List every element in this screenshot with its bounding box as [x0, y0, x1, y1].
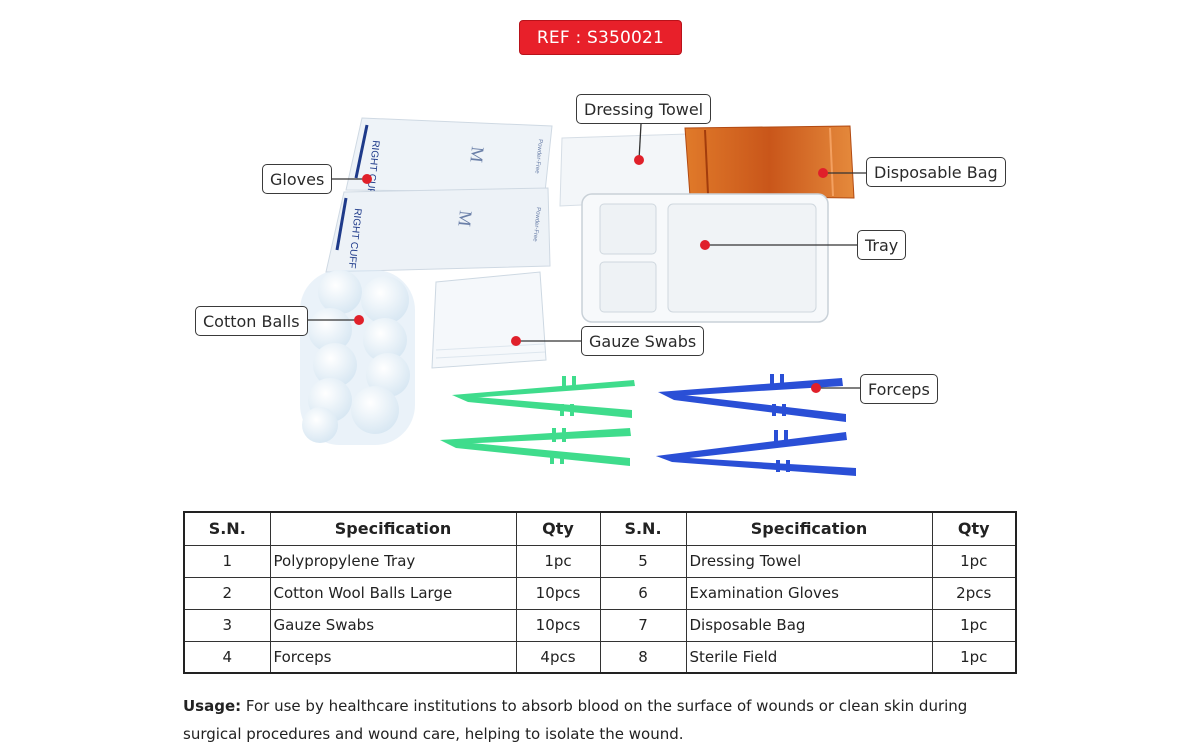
callout-disposable-bag: Disposable Bag — [866, 157, 1006, 187]
cell-qty: 1pc — [931, 640, 1017, 674]
usage-paragraph: Usage: For use by healthcare institution… — [183, 692, 1013, 748]
table-row: 2 Cotton Wool Balls Large 10pcs 6 Examin… — [183, 576, 1017, 610]
callout-tray: Tray — [857, 230, 907, 260]
cell-spec: Sterile Field — [685, 640, 933, 674]
header-sn-left: S.N. — [183, 511, 271, 546]
cell-sn: 6 — [599, 576, 687, 610]
cotton-balls — [300, 270, 415, 445]
gloves-pack-bottom: RIGHT CUFF M Powder-Free — [325, 187, 551, 273]
tray — [581, 193, 829, 323]
gauze-swabs — [431, 271, 547, 369]
forceps-blue — [656, 374, 856, 476]
cell-sn: 2 — [183, 576, 271, 610]
cell-spec: Gauze Swabs — [269, 608, 517, 642]
cell-sn: 8 — [599, 640, 687, 674]
cell-qty: 10pcs — [515, 608, 601, 642]
table-row: 1 Polypropylene Tray 1pc 5 Dressing Towe… — [183, 544, 1017, 578]
cell-spec: Forceps — [269, 640, 517, 674]
cell-spec: Polypropylene Tray — [269, 544, 517, 578]
cell-qty: 2pcs — [931, 576, 1017, 610]
cell-qty: 1pc — [515, 544, 601, 578]
cell-qty: 1pc — [931, 608, 1017, 642]
cell-sn: 3 — [183, 608, 271, 642]
header-qty-left: Qty — [515, 511, 601, 546]
callout-cotton-balls: Cotton Balls — [195, 306, 308, 336]
forceps-green — [440, 376, 635, 466]
header-spec-right: Specification — [685, 511, 933, 546]
spec-table: S.N. Specification Qty S.N. Specificatio… — [183, 511, 1017, 674]
cell-sn: 4 — [183, 640, 271, 674]
cell-sn: 1 — [183, 544, 271, 578]
product-photo: RIGHT CUFF M Powder-Free RIGHT CUFF M Po… — [293, 117, 866, 476]
header-sn-right: S.N. — [599, 511, 687, 546]
usage-text: For use by healthcare institutions to ab… — [183, 697, 968, 743]
table-row: 4 Forceps 4pcs 8 Sterile Field 1pc — [183, 640, 1017, 674]
table-header-row: S.N. Specification Qty S.N. Specificatio… — [183, 511, 1017, 546]
callout-gloves: Gloves — [262, 164, 333, 194]
glove-side-label-2: Powder-Free — [531, 207, 541, 243]
cell-sn: 7 — [599, 608, 687, 642]
cell-spec: Dressing Towel — [685, 544, 933, 578]
cell-spec: Examination Gloves — [685, 576, 933, 610]
table-row: 3 Gauze Swabs 10pcs 7 Disposable Bag 1pc — [183, 608, 1017, 642]
callout-forceps: Forceps — [860, 374, 938, 404]
usage-label: Usage: — [183, 697, 242, 715]
callout-markers — [354, 155, 828, 393]
callout-gauze-swabs: Gauze Swabs — [581, 326, 705, 356]
cell-qty: 4pcs — [515, 640, 601, 674]
header-qty-right: Qty — [931, 511, 1017, 546]
glove-size-label-2: M — [454, 210, 476, 228]
cell-spec: Disposable Bag — [685, 608, 933, 642]
cell-qty: 10pcs — [515, 576, 601, 610]
glove-size-label: M — [466, 146, 488, 164]
glove-side-label: Powder-Free — [533, 139, 543, 175]
header-spec-left: Specification — [269, 511, 517, 546]
callout-dressing-towel: Dressing Towel — [576, 94, 712, 124]
cell-qty: 1pc — [931, 544, 1017, 578]
disposable-bag — [684, 125, 855, 199]
cell-sn: 5 — [599, 544, 687, 578]
gloves-pack-top: RIGHT CUFF M Powder-Free — [345, 117, 553, 201]
ref-badge: REF : S350021 — [519, 20, 682, 55]
cell-spec: Cotton Wool Balls Large — [269, 576, 517, 610]
